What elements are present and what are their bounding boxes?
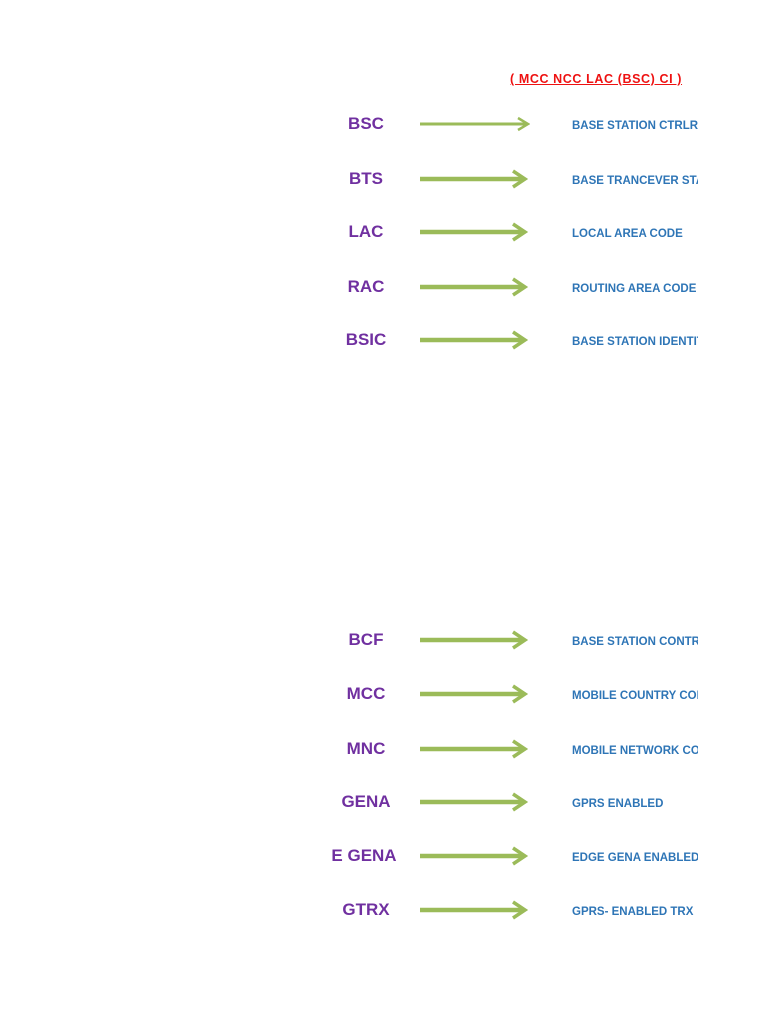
right-arrow-icon [420, 792, 529, 812]
description: LOCAL AREA CODE [572, 228, 683, 240]
right-arrow-icon [420, 277, 529, 297]
right-arrow-icon [420, 739, 529, 759]
description: MOBILE NETWORK CODE [572, 745, 698, 757]
list-item: RAC ROUTING AREA CODE [0, 275, 768, 311]
description: BASE TRANCEVER STATION [572, 175, 698, 187]
list-item: GTRX GPRS- ENABLED TRX [0, 898, 768, 934]
right-arrow-icon [420, 900, 529, 920]
description: GPRS- ENABLED TRX [572, 906, 694, 918]
abbreviation: BCF [348, 630, 384, 649]
right-arrow-icon [420, 222, 529, 242]
description: GPRS ENABLED [572, 798, 664, 810]
abbreviation: GENA [341, 792, 391, 811]
description: MOBILE COUNTRY CODE [572, 690, 698, 702]
list-item: GENA GPRS ENABLED [0, 790, 768, 826]
right-arrow-icon [420, 116, 530, 132]
abbreviation: RAC [347, 277, 385, 296]
right-arrow-icon [420, 169, 529, 189]
description: EDGE GENA ENABLED [572, 852, 698, 864]
diagram-header: ( MCC NCC LAC (BSC) CI ) [510, 72, 683, 86]
description: BASE STATION CONTROL FUNCTION [572, 636, 698, 648]
right-arrow-icon [420, 846, 529, 866]
list-item: BCF BASE STATION CONTROL FUNCTION [0, 628, 768, 664]
list-item: MNC MOBILE NETWORK CODE [0, 737, 768, 773]
abbreviation: BSIC [345, 330, 387, 349]
description: ROUTING AREA CODE [572, 283, 697, 295]
list-item: LAC LOCAL AREA CODE [0, 220, 768, 256]
description: BASE STATION IDENTITY CODE [572, 336, 698, 348]
abbreviation: BSC [348, 114, 384, 133]
abbreviation: MNC [346, 739, 386, 758]
list-item: BTS BASE TRANCEVER STATION [0, 167, 768, 203]
right-arrow-icon [420, 630, 529, 650]
list-item: E GENA EDGE GENA ENABLED [0, 844, 768, 880]
list-item: BSIC BASE STATION IDENTITY CODE [0, 328, 768, 364]
abbreviation: MCC [346, 684, 386, 703]
abbreviation: GTRX [342, 900, 390, 919]
abbreviation: BTS [349, 169, 383, 188]
right-arrow-icon [420, 330, 529, 350]
right-arrow-icon [420, 684, 529, 704]
list-item: MCC MOBILE COUNTRY CODE [0, 682, 768, 718]
description: BASE STATION CTRLR [572, 120, 698, 132]
abbreviation: LAC [348, 222, 384, 241]
abbreviation: E GENA [331, 846, 397, 865]
list-item: BSC BASE STATION CTRLR [0, 112, 768, 148]
